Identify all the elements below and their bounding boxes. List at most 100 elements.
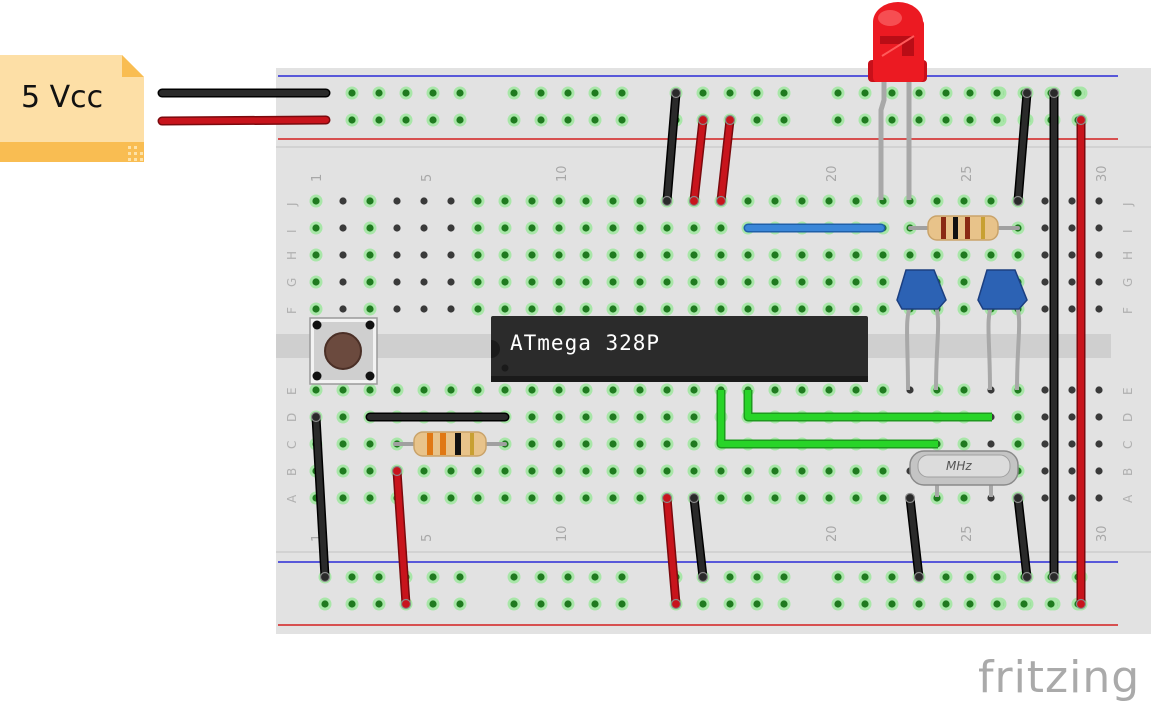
breadboard-hole[interactable] (555, 494, 563, 502)
black-jumper-wire[interactable] (1012, 87, 1033, 207)
breadboard-hole[interactable] (312, 224, 320, 232)
breadboard-hole[interactable] (879, 278, 887, 286)
breadboard-hole[interactable] (1074, 89, 1082, 97)
breadboard-hole[interactable] (537, 89, 545, 97)
black-jumper-wire[interactable] (904, 492, 925, 583)
breadboard-hole[interactable] (753, 573, 761, 581)
breadboard-hole[interactable] (420, 386, 428, 394)
breadboard-hole[interactable] (987, 440, 995, 448)
breadboard-hole[interactable] (663, 251, 671, 259)
breadboard-hole[interactable] (420, 467, 428, 475)
breadboard-hole[interactable] (1095, 413, 1103, 421)
breadboard-hole[interactable] (528, 440, 536, 448)
breadboard-hole[interactable] (744, 305, 752, 313)
breadboard-hole[interactable] (582, 440, 590, 448)
breadboard-hole[interactable] (501, 467, 509, 475)
breadboard-hole[interactable] (966, 600, 974, 608)
breadboard-hole[interactable] (339, 224, 347, 232)
breadboard-hole[interactable] (609, 197, 617, 205)
green-wires[interactable] (716, 390, 992, 449)
breadboard-hole[interactable] (447, 305, 455, 313)
breadboard-hole[interactable] (771, 278, 779, 286)
breadboard-hole[interactable] (528, 224, 536, 232)
breadboard-hole[interactable] (429, 89, 437, 97)
breadboard-hole[interactable] (636, 305, 644, 313)
breadboard-hole[interactable] (474, 386, 482, 394)
breadboard-hole[interactable] (609, 224, 617, 232)
breadboard-hole[interactable] (1095, 278, 1103, 286)
breadboard-hole[interactable] (582, 224, 590, 232)
breadboard-hole[interactable] (717, 278, 725, 286)
breadboard-hole[interactable] (690, 467, 698, 475)
breadboard-hole[interactable] (582, 278, 590, 286)
breadboard-hole[interactable] (501, 197, 509, 205)
breadboard-hole[interactable] (1068, 494, 1076, 502)
breadboard-hole[interactable] (1068, 224, 1076, 232)
breadboard-hole[interactable] (528, 251, 536, 259)
breadboard-hole[interactable] (834, 600, 842, 608)
breadboard-hole[interactable] (555, 251, 563, 259)
breadboard-hole[interactable] (339, 197, 347, 205)
breadboard-hole[interactable] (1020, 600, 1028, 608)
breadboard-hole[interactable] (510, 573, 518, 581)
breadboard-hole[interactable] (420, 251, 428, 259)
breadboard-hole[interactable] (780, 89, 788, 97)
breadboard-hole[interactable] (591, 89, 599, 97)
breadboard-hole[interactable] (537, 600, 545, 608)
green-wire[interactable] (718, 390, 938, 447)
breadboard-hole[interactable] (420, 197, 428, 205)
capacitor[interactable] (977, 269, 1028, 391)
breadboard-hole[interactable] (339, 467, 347, 475)
breadboard-hole[interactable] (312, 305, 320, 313)
breadboard-hole[interactable] (348, 573, 356, 581)
breadboard-hole[interactable] (555, 224, 563, 232)
breadboard-hole[interactable] (1095, 224, 1103, 232)
breadboard-hole[interactable] (825, 305, 833, 313)
breadboard-hole[interactable] (960, 440, 968, 448)
breadboard-hole[interactable] (1068, 197, 1076, 205)
breadboard-hole[interactable] (861, 573, 869, 581)
breadboard-hole[interactable] (690, 251, 698, 259)
breadboard-hole[interactable] (663, 278, 671, 286)
breadboard-hole[interactable] (1095, 305, 1103, 313)
breadboard-hole[interactable] (555, 278, 563, 286)
breadboard-hole[interactable] (402, 89, 410, 97)
breadboard-hole[interactable] (447, 278, 455, 286)
breadboard-hole[interactable] (636, 440, 644, 448)
breadboard-hole[interactable] (888, 116, 896, 124)
breadboard-hole[interactable] (1068, 251, 1076, 259)
breadboard-hole[interactable] (564, 89, 572, 97)
breadboard-hole[interactable] (366, 224, 374, 232)
breadboard-hole[interactable] (1068, 413, 1076, 421)
breadboard-hole[interactable] (591, 573, 599, 581)
breadboard-hole[interactable] (744, 251, 752, 259)
breadboard-hole[interactable] (726, 89, 734, 97)
breadboard-hole[interactable] (798, 197, 806, 205)
breadboard-hole[interactable] (312, 197, 320, 205)
breadboard-hole[interactable] (879, 251, 887, 259)
breadboard-hole[interactable] (798, 467, 806, 475)
breadboard-hole[interactable] (456, 116, 464, 124)
breadboard-hole[interactable] (942, 573, 950, 581)
breadboard-hole[interactable] (780, 600, 788, 608)
breadboard-hole[interactable] (582, 251, 590, 259)
breadboard-hole[interactable] (744, 494, 752, 502)
breadboard-hole[interactable] (555, 386, 563, 394)
breadboard-hole[interactable] (825, 278, 833, 286)
breadboard-hole[interactable] (852, 278, 860, 286)
breadboard-hole[interactable] (966, 573, 974, 581)
button-cap[interactable] (324, 332, 362, 370)
breadboard-hole[interactable] (1095, 467, 1103, 475)
black-jumper-wire[interactable] (1012, 492, 1033, 583)
breadboard-hole[interactable] (915, 600, 923, 608)
breadboard-hole[interactable] (456, 89, 464, 97)
breadboard-hole[interactable] (636, 467, 644, 475)
breadboard-hole[interactable] (447, 251, 455, 259)
breadboard-hole[interactable] (1041, 467, 1049, 475)
red-led[interactable] (868, 2, 927, 200)
breadboard-hole[interactable] (366, 440, 374, 448)
breadboard-hole[interactable] (942, 116, 950, 124)
black-jumper-wire[interactable] (1048, 87, 1060, 583)
breadboard-hole[interactable] (591, 116, 599, 124)
breadboard-hole[interactable] (366, 305, 374, 313)
